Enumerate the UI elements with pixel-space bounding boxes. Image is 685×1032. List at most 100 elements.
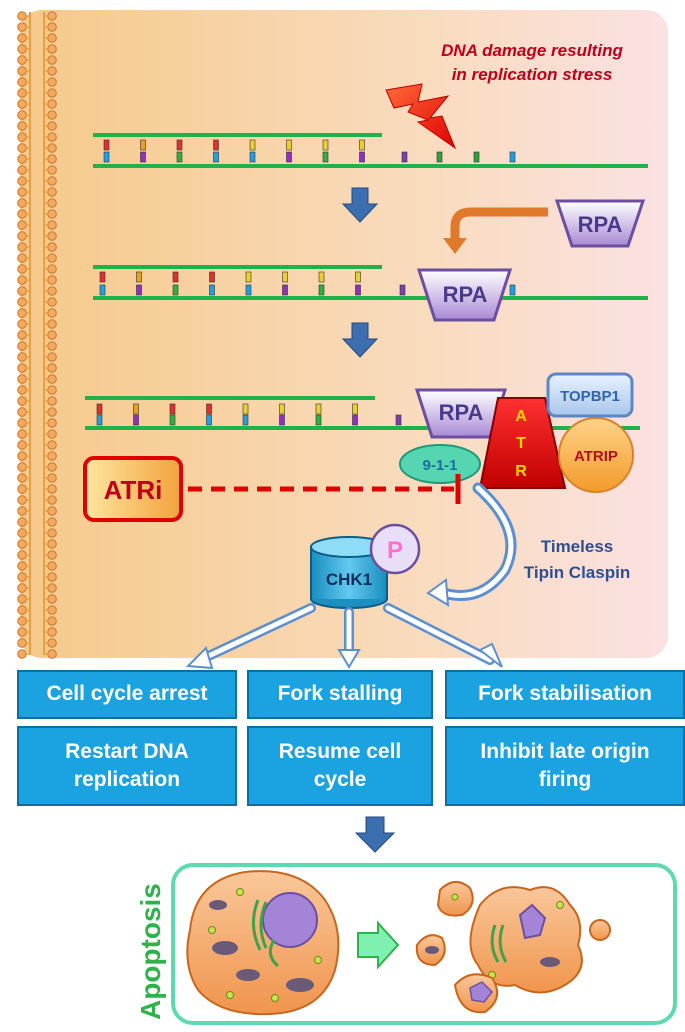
dna-base bbox=[103, 151, 110, 163]
lipid-head bbox=[17, 55, 27, 65]
dna-base bbox=[359, 151, 365, 163]
chk1-output-arrows bbox=[185, 603, 503, 670]
lipid-head bbox=[47, 110, 57, 120]
lipid-head bbox=[47, 484, 57, 494]
outcome-restart-line1: Restart DNA bbox=[65, 739, 189, 763]
lipid-head bbox=[47, 308, 57, 318]
lipid-head bbox=[47, 407, 57, 417]
dna-base bbox=[136, 284, 142, 296]
dna-base bbox=[169, 403, 176, 415]
lipid-head bbox=[47, 33, 57, 43]
healthy-cell bbox=[186, 870, 340, 1016]
lipid-head bbox=[47, 396, 57, 406]
dna-base bbox=[96, 414, 103, 426]
lipid-head bbox=[17, 407, 27, 417]
rpa-free: RPA bbox=[554, 199, 646, 248]
lipid-head bbox=[47, 506, 57, 516]
phosphate-group: P bbox=[369, 523, 421, 575]
dna-base bbox=[242, 414, 249, 426]
dna-base bbox=[172, 284, 179, 296]
outcome-restart-dna-replication: Restart DNA replication bbox=[17, 726, 237, 806]
lipid-head bbox=[47, 242, 57, 252]
lipid-head bbox=[17, 319, 27, 329]
lipid-head bbox=[47, 88, 57, 98]
lipid-head bbox=[17, 418, 27, 428]
lipid-head bbox=[17, 308, 27, 318]
dna-base bbox=[213, 151, 219, 163]
lipid-head bbox=[17, 440, 27, 450]
lipid-head bbox=[47, 198, 57, 208]
lipid-head bbox=[17, 550, 27, 560]
lipid-head bbox=[47, 528, 57, 538]
rpa-recruit-arrowhead bbox=[443, 238, 467, 254]
lipid-head bbox=[17, 473, 27, 483]
topbp1-protein: TOPBP1 bbox=[546, 372, 634, 418]
dna-base bbox=[176, 151, 183, 163]
lipid-head bbox=[47, 209, 57, 219]
dna-base bbox=[286, 151, 292, 163]
lipid-head bbox=[17, 253, 27, 263]
apoptosis-label: Apoptosis bbox=[135, 883, 166, 1020]
lipid-head bbox=[17, 506, 27, 516]
lipid-head bbox=[47, 121, 57, 131]
atr-letter-a: A bbox=[515, 408, 527, 425]
lipid-head bbox=[17, 649, 27, 659]
dna-base-single bbox=[401, 151, 408, 163]
lipid-head bbox=[17, 297, 27, 307]
outcome-cell-cycle-arrest: Cell cycle arrest bbox=[17, 670, 237, 719]
lipid-head bbox=[47, 594, 57, 604]
lipid-head bbox=[17, 264, 27, 274]
lipid-head bbox=[47, 616, 57, 626]
dna-base bbox=[249, 151, 256, 163]
lipid-head bbox=[17, 539, 27, 549]
nine-one-one-clamp: 9-1-1 bbox=[399, 444, 481, 484]
lipid-head bbox=[17, 220, 27, 230]
outcome-fork-stalling: Fork stalling bbox=[247, 670, 433, 719]
outcome-inhibit-line2: firing bbox=[538, 768, 592, 791]
lipid-head bbox=[17, 286, 27, 296]
lipid-head bbox=[47, 374, 57, 384]
dna-base bbox=[133, 403, 139, 415]
rpa-bound-2-label: RPA bbox=[439, 400, 484, 425]
dna-base bbox=[245, 271, 252, 283]
dna-base-single bbox=[436, 151, 443, 163]
dna-base bbox=[352, 403, 358, 415]
rpa-bound-2: RPA bbox=[414, 388, 508, 439]
dna-base bbox=[99, 271, 106, 283]
lipid-head bbox=[47, 462, 57, 472]
down-arrow-2 bbox=[341, 322, 379, 358]
lipid-head bbox=[47, 583, 57, 593]
lipid-head bbox=[47, 176, 57, 186]
lipid-head bbox=[47, 143, 57, 153]
lipid-head bbox=[47, 517, 57, 527]
lipid-head bbox=[47, 44, 57, 54]
lipid-head bbox=[17, 176, 27, 186]
dna-base bbox=[209, 284, 215, 296]
lipid-head bbox=[47, 429, 57, 439]
dna-base bbox=[242, 403, 249, 415]
dna-base bbox=[282, 271, 288, 283]
rpa-recruit-arrow bbox=[450, 207, 548, 240]
lipid-head bbox=[17, 495, 27, 505]
dna-base bbox=[355, 284, 361, 296]
atr-letter-r: R bbox=[515, 463, 527, 480]
dna-base bbox=[209, 271, 215, 283]
atrip-label: ATRIP bbox=[574, 448, 618, 465]
activation-arrowhead bbox=[426, 578, 450, 607]
lipid-head bbox=[17, 594, 27, 604]
atri-label: ATRi bbox=[104, 475, 163, 505]
lipid-head bbox=[47, 363, 57, 373]
apoptosis-transition-arrow bbox=[357, 920, 400, 970]
phosphate-label: P bbox=[387, 537, 403, 564]
lipid-head bbox=[47, 187, 57, 197]
lipid-head bbox=[47, 539, 57, 549]
outcome-inhibit-line1: Inhibit late origin bbox=[480, 739, 650, 763]
lipid-head bbox=[47, 495, 57, 505]
lipid-head bbox=[17, 22, 27, 32]
lipid-head bbox=[17, 363, 27, 373]
dna-base bbox=[322, 139, 329, 151]
lipid-head bbox=[47, 99, 57, 109]
mediators-line2: Tipin Claspin bbox=[524, 563, 630, 582]
lipid-head bbox=[17, 528, 27, 538]
lipid-head bbox=[17, 341, 27, 351]
